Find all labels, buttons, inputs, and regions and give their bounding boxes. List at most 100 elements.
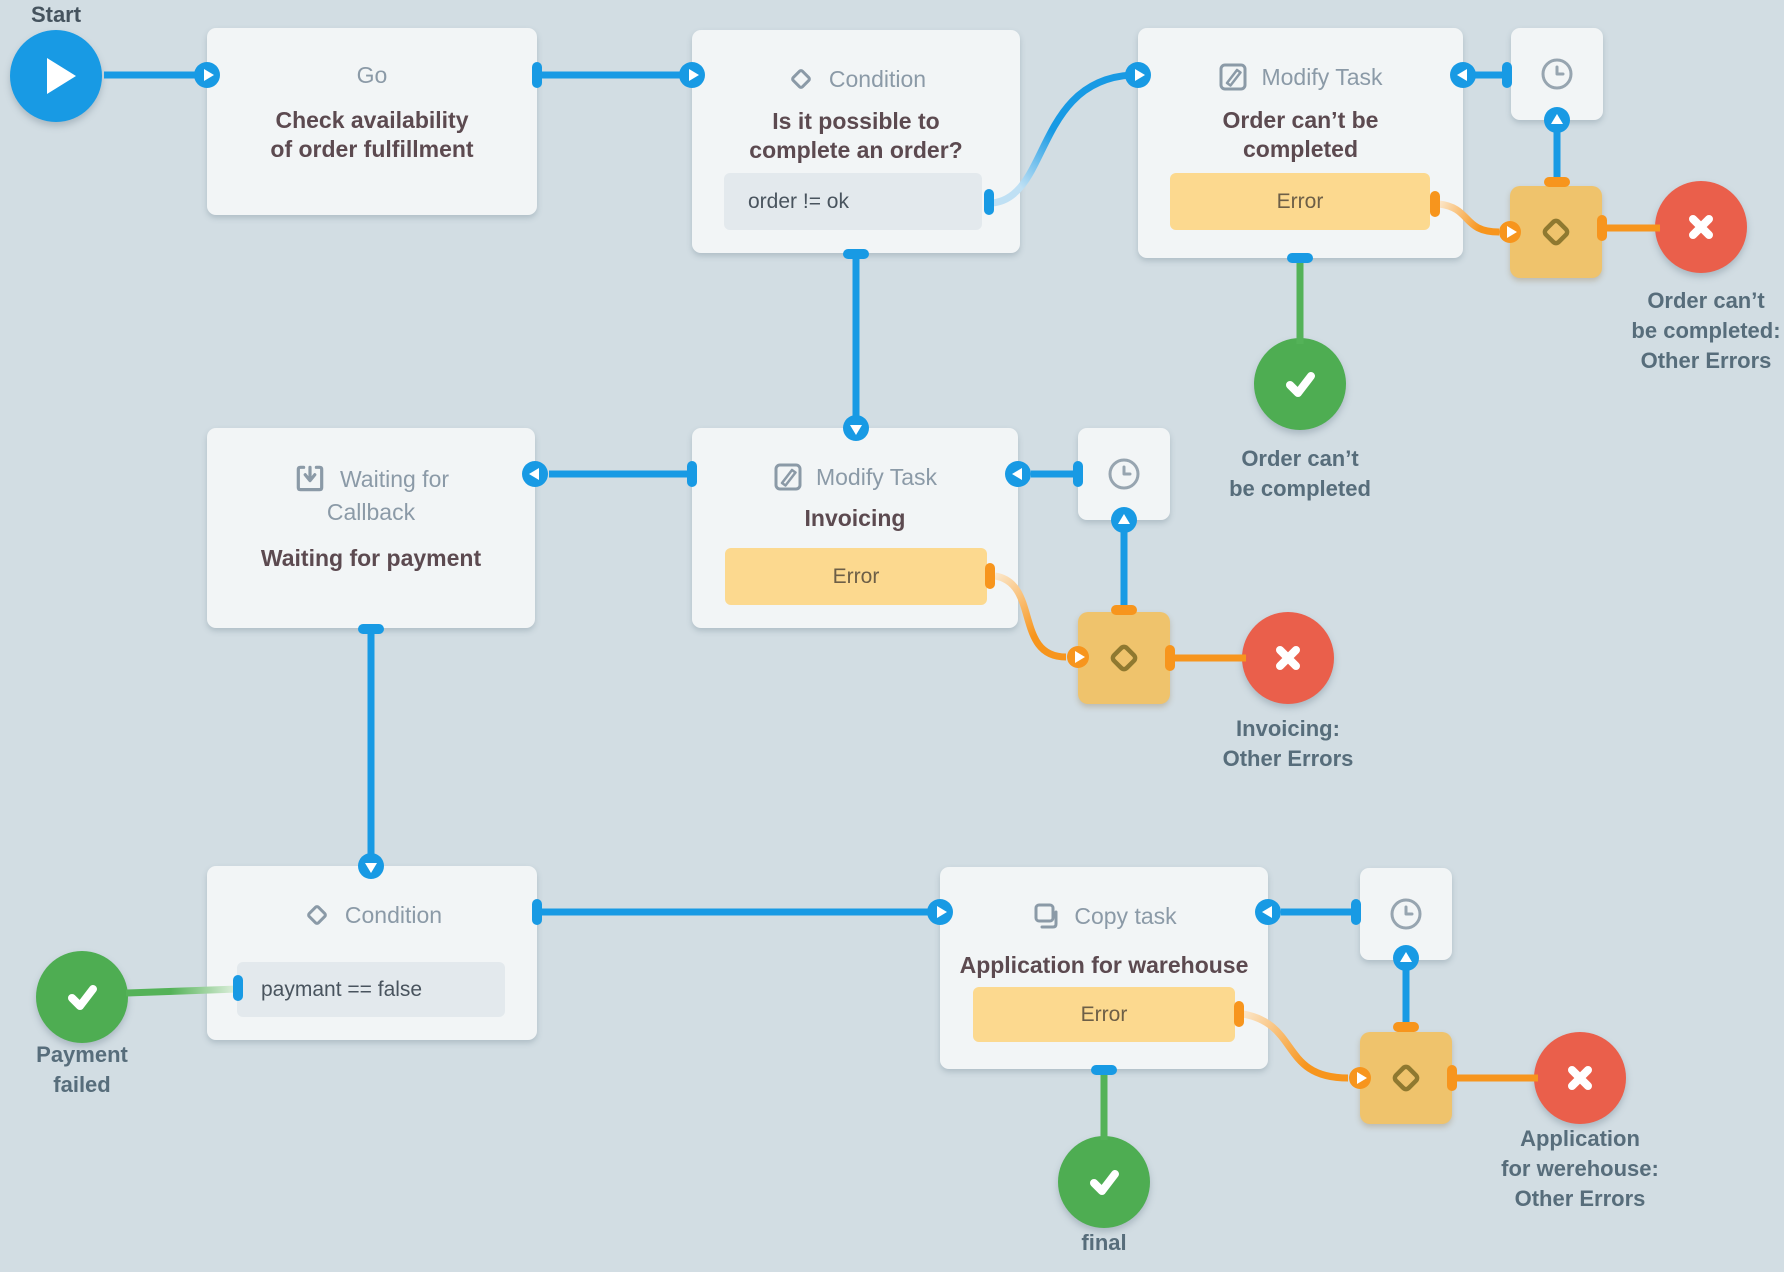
condition-expression[interactable]: order != ok — [724, 173, 982, 230]
arrow-right-icon — [1074, 651, 1085, 663]
node-type-label: Go — [207, 62, 537, 88]
error-connection-tab[interactable] — [1165, 645, 1175, 671]
connection-tab[interactable] — [1287, 253, 1313, 263]
arrow-right-icon — [1506, 226, 1517, 238]
task-node-condition-payment[interactable]: Condition paymant == false — [207, 866, 537, 1040]
input-port[interactable] — [1450, 62, 1476, 88]
task-node-order-cant-be-completed[interactable]: Modify Task Order can’t be completed Err… — [1138, 28, 1463, 258]
error-connection-tab[interactable] — [1393, 1022, 1419, 1032]
task-node-condition-order[interactable]: Condition Is it possible to complete an … — [692, 30, 1020, 253]
error-connection-tab[interactable] — [1234, 1001, 1244, 1027]
check-icon — [60, 975, 104, 1019]
task-node-waiting-for-payment[interactable]: Waiting for Callback Waiting for payment — [207, 428, 535, 628]
node-type-label: Condition — [207, 900, 537, 930]
play-icon — [47, 58, 76, 94]
error-handler-node[interactable] — [1078, 612, 1170, 704]
error-input-port[interactable] — [1349, 1067, 1371, 1089]
condition-expression[interactable]: paymant == false — [237, 962, 505, 1017]
error-handler-node[interactable] — [1510, 186, 1602, 278]
connection-tab[interactable] — [1073, 461, 1083, 487]
arrow-left-icon — [1456, 69, 1467, 81]
node-title: Invoicing — [804, 505, 906, 531]
node-title: Waiting for payment — [260, 545, 482, 571]
input-port[interactable] — [927, 899, 953, 925]
modify-task-icon — [1218, 62, 1248, 92]
error-badge[interactable]: Error — [725, 548, 987, 605]
error-connection-tab[interactable] — [1597, 215, 1607, 241]
error-terminal-application[interactable] — [1534, 1032, 1626, 1124]
arrow-right-icon — [203, 69, 214, 81]
output-port[interactable] — [1393, 945, 1419, 971]
error-handler-node[interactable] — [1360, 1032, 1452, 1124]
input-port[interactable] — [843, 415, 869, 441]
error-connection-tab[interactable] — [1544, 177, 1570, 187]
condition-icon — [302, 900, 332, 930]
task-node-go[interactable]: Go Check availability of order fulfillme… — [207, 28, 537, 215]
connection-tab[interactable] — [687, 461, 697, 487]
callback-icon — [293, 462, 327, 496]
arrow-up-icon — [1118, 513, 1130, 524]
error-connection-tab[interactable] — [985, 563, 995, 589]
input-port[interactable] — [1005, 461, 1031, 487]
connection-tab[interactable] — [1351, 899, 1361, 925]
terminal-label: Payment failed — [36, 1042, 128, 1097]
error-connection-tab[interactable] — [1111, 605, 1137, 615]
input-port[interactable] — [679, 62, 705, 88]
clock-icon — [1106, 456, 1142, 492]
output-port[interactable] — [1111, 507, 1137, 533]
connection-tab[interactable] — [843, 249, 869, 259]
go-type-text: Go — [356, 62, 388, 88]
node-type-label: Waiting for — [207, 462, 535, 496]
input-port[interactable] — [1125, 62, 1151, 88]
clock-icon — [1388, 896, 1424, 932]
arrow-left-icon — [1011, 468, 1022, 480]
connection-tab[interactable] — [984, 189, 994, 215]
clock-icon — [1539, 56, 1575, 92]
connection-tab[interactable] — [532, 62, 542, 88]
connection-tab[interactable] — [532, 899, 542, 925]
error-terminal-order[interactable] — [1655, 181, 1747, 273]
input-port[interactable] — [358, 853, 384, 879]
task-node-invoicing[interactable]: Modify Task Invoicing Error — [692, 428, 1018, 628]
terminal-label: Order can’t be completed — [1229, 446, 1371, 501]
error-badge[interactable]: Error — [1170, 173, 1430, 230]
terminal-label: Application for werehouse: Other Errors — [1501, 1126, 1659, 1211]
connection-tab[interactable] — [233, 975, 243, 1001]
terminal-label: final — [1081, 1230, 1127, 1255]
node-title: Is it possible to complete an order? — [749, 108, 963, 163]
output-port[interactable] — [1544, 107, 1570, 133]
input-port[interactable] — [194, 62, 220, 88]
timer-node[interactable] — [1360, 868, 1452, 960]
node-type-label-line2: Callback — [326, 499, 416, 525]
node-type-label: Modify Task — [692, 462, 1018, 492]
x-icon — [1562, 1060, 1598, 1096]
error-input-port[interactable] — [1499, 221, 1521, 243]
arrow-up-icon — [1551, 113, 1563, 124]
connection-tab[interactable] — [358, 624, 384, 634]
start-node[interactable] — [10, 30, 102, 122]
diamond-icon — [1101, 635, 1147, 681]
node-title: Application for warehouse — [959, 952, 1249, 978]
terminal-label: Order can’t be completed: Other Errors — [1631, 288, 1781, 373]
success-terminal-order[interactable] — [1254, 338, 1346, 430]
check-icon — [1278, 362, 1322, 406]
input-port[interactable] — [1255, 899, 1281, 925]
error-badge[interactable]: Error — [973, 987, 1235, 1042]
timer-node[interactable] — [1511, 28, 1603, 120]
success-terminal-final[interactable] — [1058, 1136, 1150, 1228]
error-input-port[interactable] — [1067, 646, 1089, 668]
arrow-right-icon — [936, 906, 947, 918]
error-terminal-invoicing[interactable] — [1242, 612, 1334, 704]
success-terminal-payment-failed[interactable] — [36, 951, 128, 1043]
arrow-left-icon — [528, 468, 539, 480]
arrow-up-icon — [1400, 951, 1412, 962]
error-connection-tab[interactable] — [1430, 191, 1440, 217]
task-node-application-warehouse[interactable]: Copy task Application for warehouse Erro… — [940, 867, 1268, 1069]
connection-tab[interactable] — [1502, 62, 1512, 88]
connection-tab[interactable] — [1091, 1065, 1117, 1075]
arrow-down-icon — [850, 424, 862, 435]
input-port[interactable] — [522, 461, 548, 487]
error-connection-tab[interactable] — [1447, 1065, 1457, 1091]
timer-node[interactable] — [1078, 428, 1170, 520]
